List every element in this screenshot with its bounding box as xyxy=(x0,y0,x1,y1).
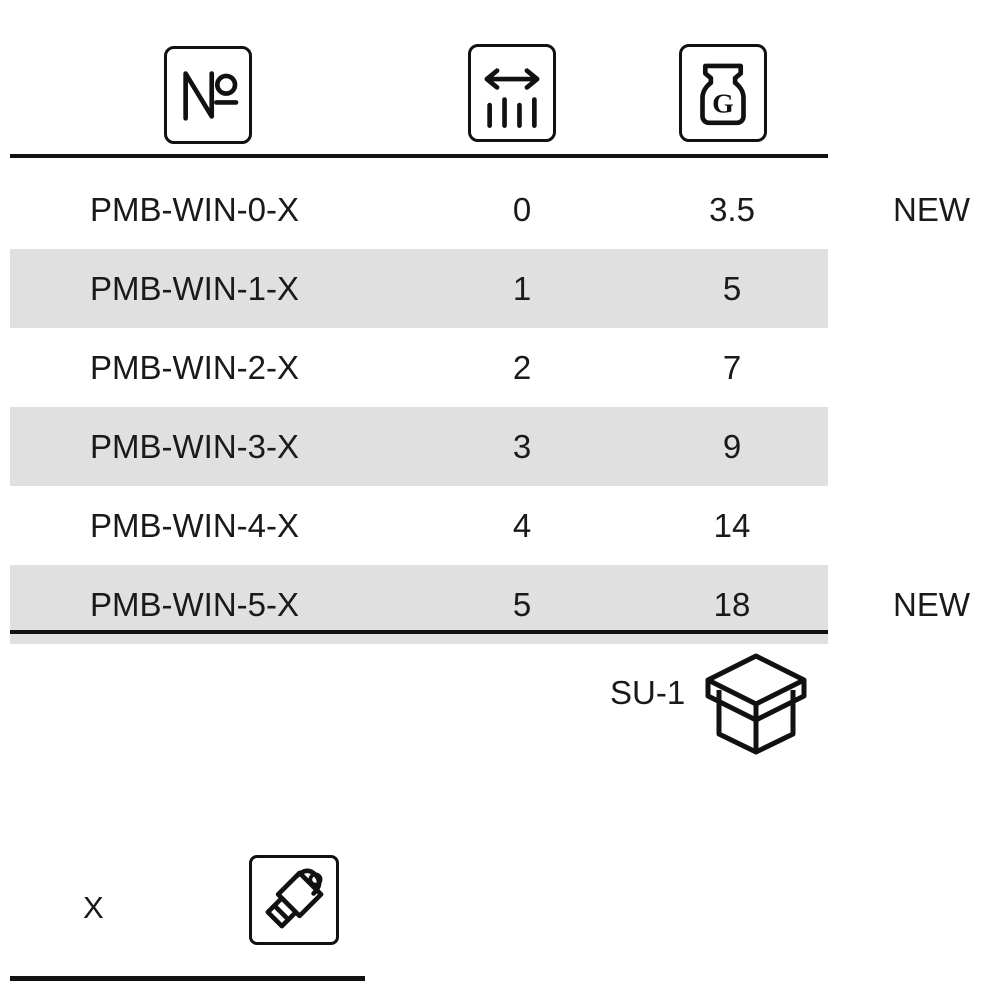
paintbrush-icon xyxy=(249,855,339,945)
cell-width: 4 xyxy=(512,507,532,544)
cell-code: PMB-WIN-0-X xyxy=(90,191,299,228)
svg-text:G: G xyxy=(712,89,734,120)
status-badge-new: NEW xyxy=(893,586,970,623)
footer-rule xyxy=(10,976,365,981)
cell-width: 2 xyxy=(512,349,532,386)
table-row[interactable]: PMB-WIN-2-X 2 7 xyxy=(10,328,828,407)
column-header-code xyxy=(164,46,252,144)
tool-row: X xyxy=(0,850,1000,1000)
status-badge-new: NEW xyxy=(893,191,970,228)
cell-gram: 3.5 xyxy=(709,191,755,228)
cell-gram: 18 xyxy=(713,586,751,623)
cell-gram: 14 xyxy=(713,507,751,544)
cell-code: PMB-WIN-4-X xyxy=(90,507,299,544)
numero-icon xyxy=(167,49,249,141)
box-carton-icon xyxy=(702,648,810,760)
table-header-icon-row: G xyxy=(0,0,1000,156)
cell-code: PMB-WIN-5-X xyxy=(90,586,299,623)
cell-code: PMB-WIN-1-X xyxy=(90,270,299,307)
cell-width: 1 xyxy=(512,270,532,307)
tool-label: X xyxy=(83,890,104,925)
jar-gram-icon: G xyxy=(682,47,764,139)
cell-gram: 5 xyxy=(722,270,742,307)
cell-code: PMB-WIN-3-X xyxy=(90,428,299,465)
column-header-gram: G xyxy=(679,44,767,142)
table-row[interactable]: PMB-WIN-4-X 4 14 xyxy=(10,486,828,565)
table-bottom-rule xyxy=(10,630,828,634)
cell-code: PMB-WIN-2-X xyxy=(90,349,299,386)
table-row[interactable]: PMB-WIN-0-X 0 3.5 xyxy=(10,170,828,249)
cell-width: 3 xyxy=(512,428,532,465)
cell-gram: 7 xyxy=(722,349,742,386)
packaging-row: SU-1 xyxy=(0,648,1000,768)
cell-gram: 9 xyxy=(722,428,742,465)
width-bristle-icon xyxy=(471,47,553,139)
cell-width: 0 xyxy=(512,191,532,228)
table-top-rule xyxy=(10,154,828,158)
packaging-label: SU-1 xyxy=(610,674,686,711)
table-row[interactable]: PMB-WIN-1-X 1 5 xyxy=(10,249,828,328)
column-header-width xyxy=(468,44,556,142)
cell-width: 5 xyxy=(512,586,532,623)
table-row[interactable]: PMB-WIN-3-X 3 9 xyxy=(10,407,828,486)
